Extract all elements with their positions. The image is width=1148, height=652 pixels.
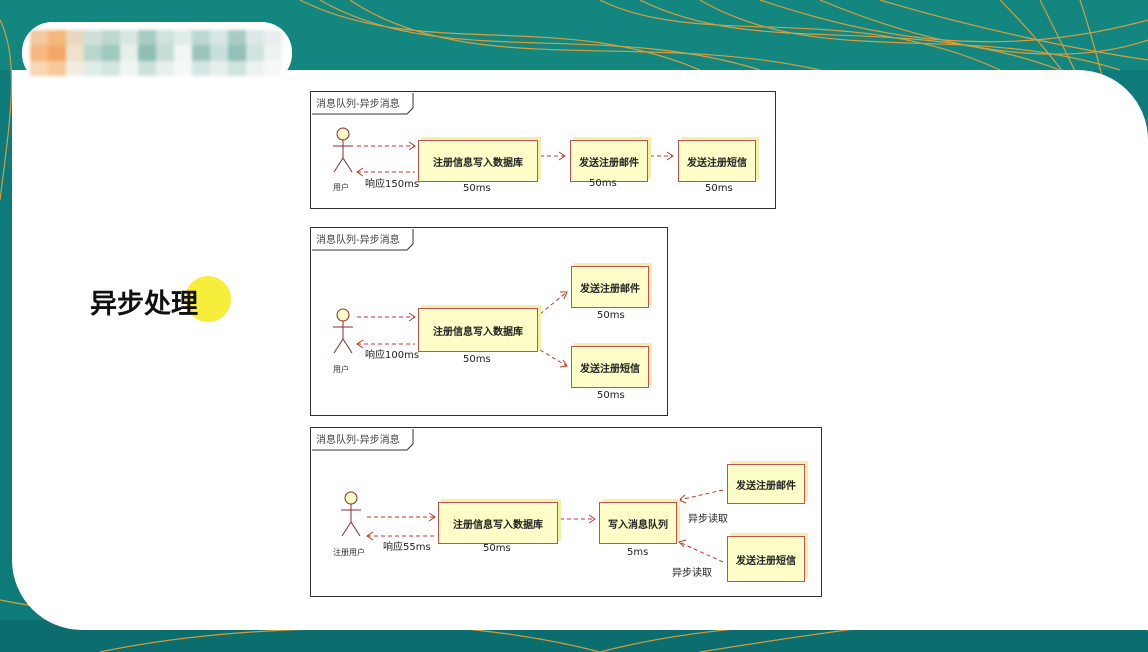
node-time: 50ms	[463, 183, 491, 194]
diagram-serial: 消息队列-异步消息 用户 响应150ms 注册信息写入数据库 50ms 发送注册…	[310, 91, 776, 209]
node-message-queue: 写入消息队列	[599, 502, 677, 544]
diagram-message-queue: 消息队列-异步消息 注册用户 响应55ms 注册信息写入数据库 50ms 写入消…	[310, 427, 822, 597]
node-db-write: 注册信息写入数据库	[418, 308, 538, 352]
node-time: 50ms	[597, 310, 625, 321]
frame-title: 消息队列-异步消息	[316, 235, 400, 246]
diagram-parallel: 消息队列-异步消息 用户 响应100ms 注册信息写入数据库 50ms 发送注册…	[310, 227, 668, 416]
actor-label: 用户	[333, 183, 349, 192]
node-time: 5ms	[627, 547, 649, 558]
diagram-message-queue-lines	[312, 429, 724, 563]
response-label: 响应100ms	[365, 350, 420, 361]
blurred-title-mosaic	[30, 30, 282, 76]
node-send-email: 发送注册邮件	[727, 464, 805, 504]
async-read-label: 异步读取	[688, 514, 728, 525]
node-time: 50ms	[597, 390, 625, 401]
node-db-write: 注册信息写入数据库	[438, 502, 558, 544]
heading-highlighted-char: 理	[171, 289, 198, 320]
actor-label: 用户	[333, 365, 349, 374]
node-send-sms: 发送注册短信	[678, 140, 756, 182]
response-label: 响应150ms	[365, 179, 420, 190]
diagram-serial-lines	[312, 93, 674, 177]
node-time: 50ms	[589, 178, 617, 189]
node-db-write: 注册信息写入数据库	[418, 140, 538, 182]
heading-text: 异步处	[90, 289, 171, 320]
async-read-label: 异步读取	[672, 568, 712, 579]
node-send-email: 发送注册邮件	[570, 140, 648, 182]
highlight-marker	[185, 276, 231, 322]
section-heading: 异步处理	[90, 282, 198, 321]
response-label: 响应55ms	[383, 542, 431, 553]
diagram-parallel-lines	[312, 229, 568, 368]
node-time: 50ms	[463, 354, 491, 365]
node-send-sms: 发送注册短信	[727, 536, 805, 582]
node-send-email: 发送注册邮件	[571, 266, 649, 308]
frame-title: 消息队列-异步消息	[316, 99, 400, 110]
actor-label: 注册用户	[333, 548, 365, 557]
frame-title: 消息队列-异步消息	[316, 435, 400, 446]
node-time: 50ms	[705, 183, 733, 194]
node-send-sms: 发送注册短信	[571, 346, 649, 388]
blurred-title-banner	[22, 22, 292, 84]
node-time: 50ms	[483, 543, 511, 554]
